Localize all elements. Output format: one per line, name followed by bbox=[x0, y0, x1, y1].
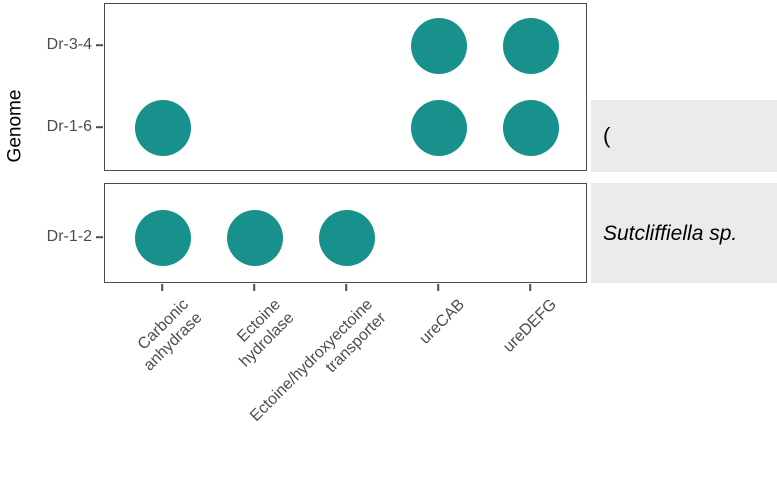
data-point-dr-1-2-carbonic-anhydrase[interactable] bbox=[135, 210, 191, 266]
x-tick-label-uredefg: ureDEFG bbox=[500, 296, 561, 357]
x-tick-mark-carbonic-anhydrase bbox=[161, 284, 163, 291]
x-tick-label-uredefg-line1: ureDEFG bbox=[500, 296, 561, 356]
y-tick-label-dr-1-6: Dr-1-6 bbox=[46, 118, 92, 135]
facet-panel-bottom bbox=[104, 183, 587, 283]
x-tick-mark-urecab bbox=[437, 284, 439, 291]
data-point-dr-1-2-ectoine-hydrolase[interactable] bbox=[227, 210, 283, 266]
facet-strip-bottom: Sutcliffiella sp. bbox=[591, 183, 777, 283]
data-point-dr-1-2-ectoine-hydroxyectoine-transporter[interactable] bbox=[319, 210, 375, 266]
y-tick-mark-dr-1-2 bbox=[96, 236, 103, 238]
x-tick-mark-ectoine-hydroxyectoine-transporter bbox=[345, 284, 347, 291]
y-tick-label-dr-1-2: Dr-1-2 bbox=[46, 228, 92, 245]
y-axis-title-text: Genome bbox=[4, 89, 25, 163]
y-tick-mark-dr-1-6 bbox=[96, 126, 103, 128]
facet-strip-bottom-label: Sutcliffiella sp. bbox=[603, 221, 738, 245]
data-point-dr-3-4-uredefg[interactable] bbox=[503, 18, 559, 74]
data-point-dr-1-6-carbonic-anhydrase[interactable] bbox=[135, 100, 191, 156]
facet-strip-top-label: ( bbox=[603, 123, 611, 148]
data-point-dr-3-4-urecab[interactable] bbox=[411, 18, 467, 74]
facet-strip-top: ( bbox=[591, 100, 777, 172]
x-tick-mark-ectoine-hydrolase bbox=[253, 284, 255, 291]
data-point-dr-1-6-uredefg[interactable] bbox=[503, 100, 559, 156]
y-tick-label-dr-3-4: Dr-3-4 bbox=[46, 36, 92, 53]
x-tick-label-ectoine-hydrolase: Ectoine hydrolase bbox=[223, 296, 299, 372]
x-tick-mark-uredefg bbox=[529, 284, 531, 291]
y-axis-title: Genome bbox=[2, 66, 28, 186]
data-point-dr-1-6-urecab[interactable] bbox=[411, 100, 467, 156]
x-tick-label-urecab-line1: ureCAB bbox=[416, 296, 469, 348]
x-tick-label-urecab: ureCAB bbox=[416, 296, 469, 349]
x-tick-label-carbonic-anhydrase: Carbonic anhydrase bbox=[127, 296, 207, 376]
y-tick-mark-dr-3-4 bbox=[96, 44, 103, 46]
facet-panel-top bbox=[104, 3, 587, 171]
